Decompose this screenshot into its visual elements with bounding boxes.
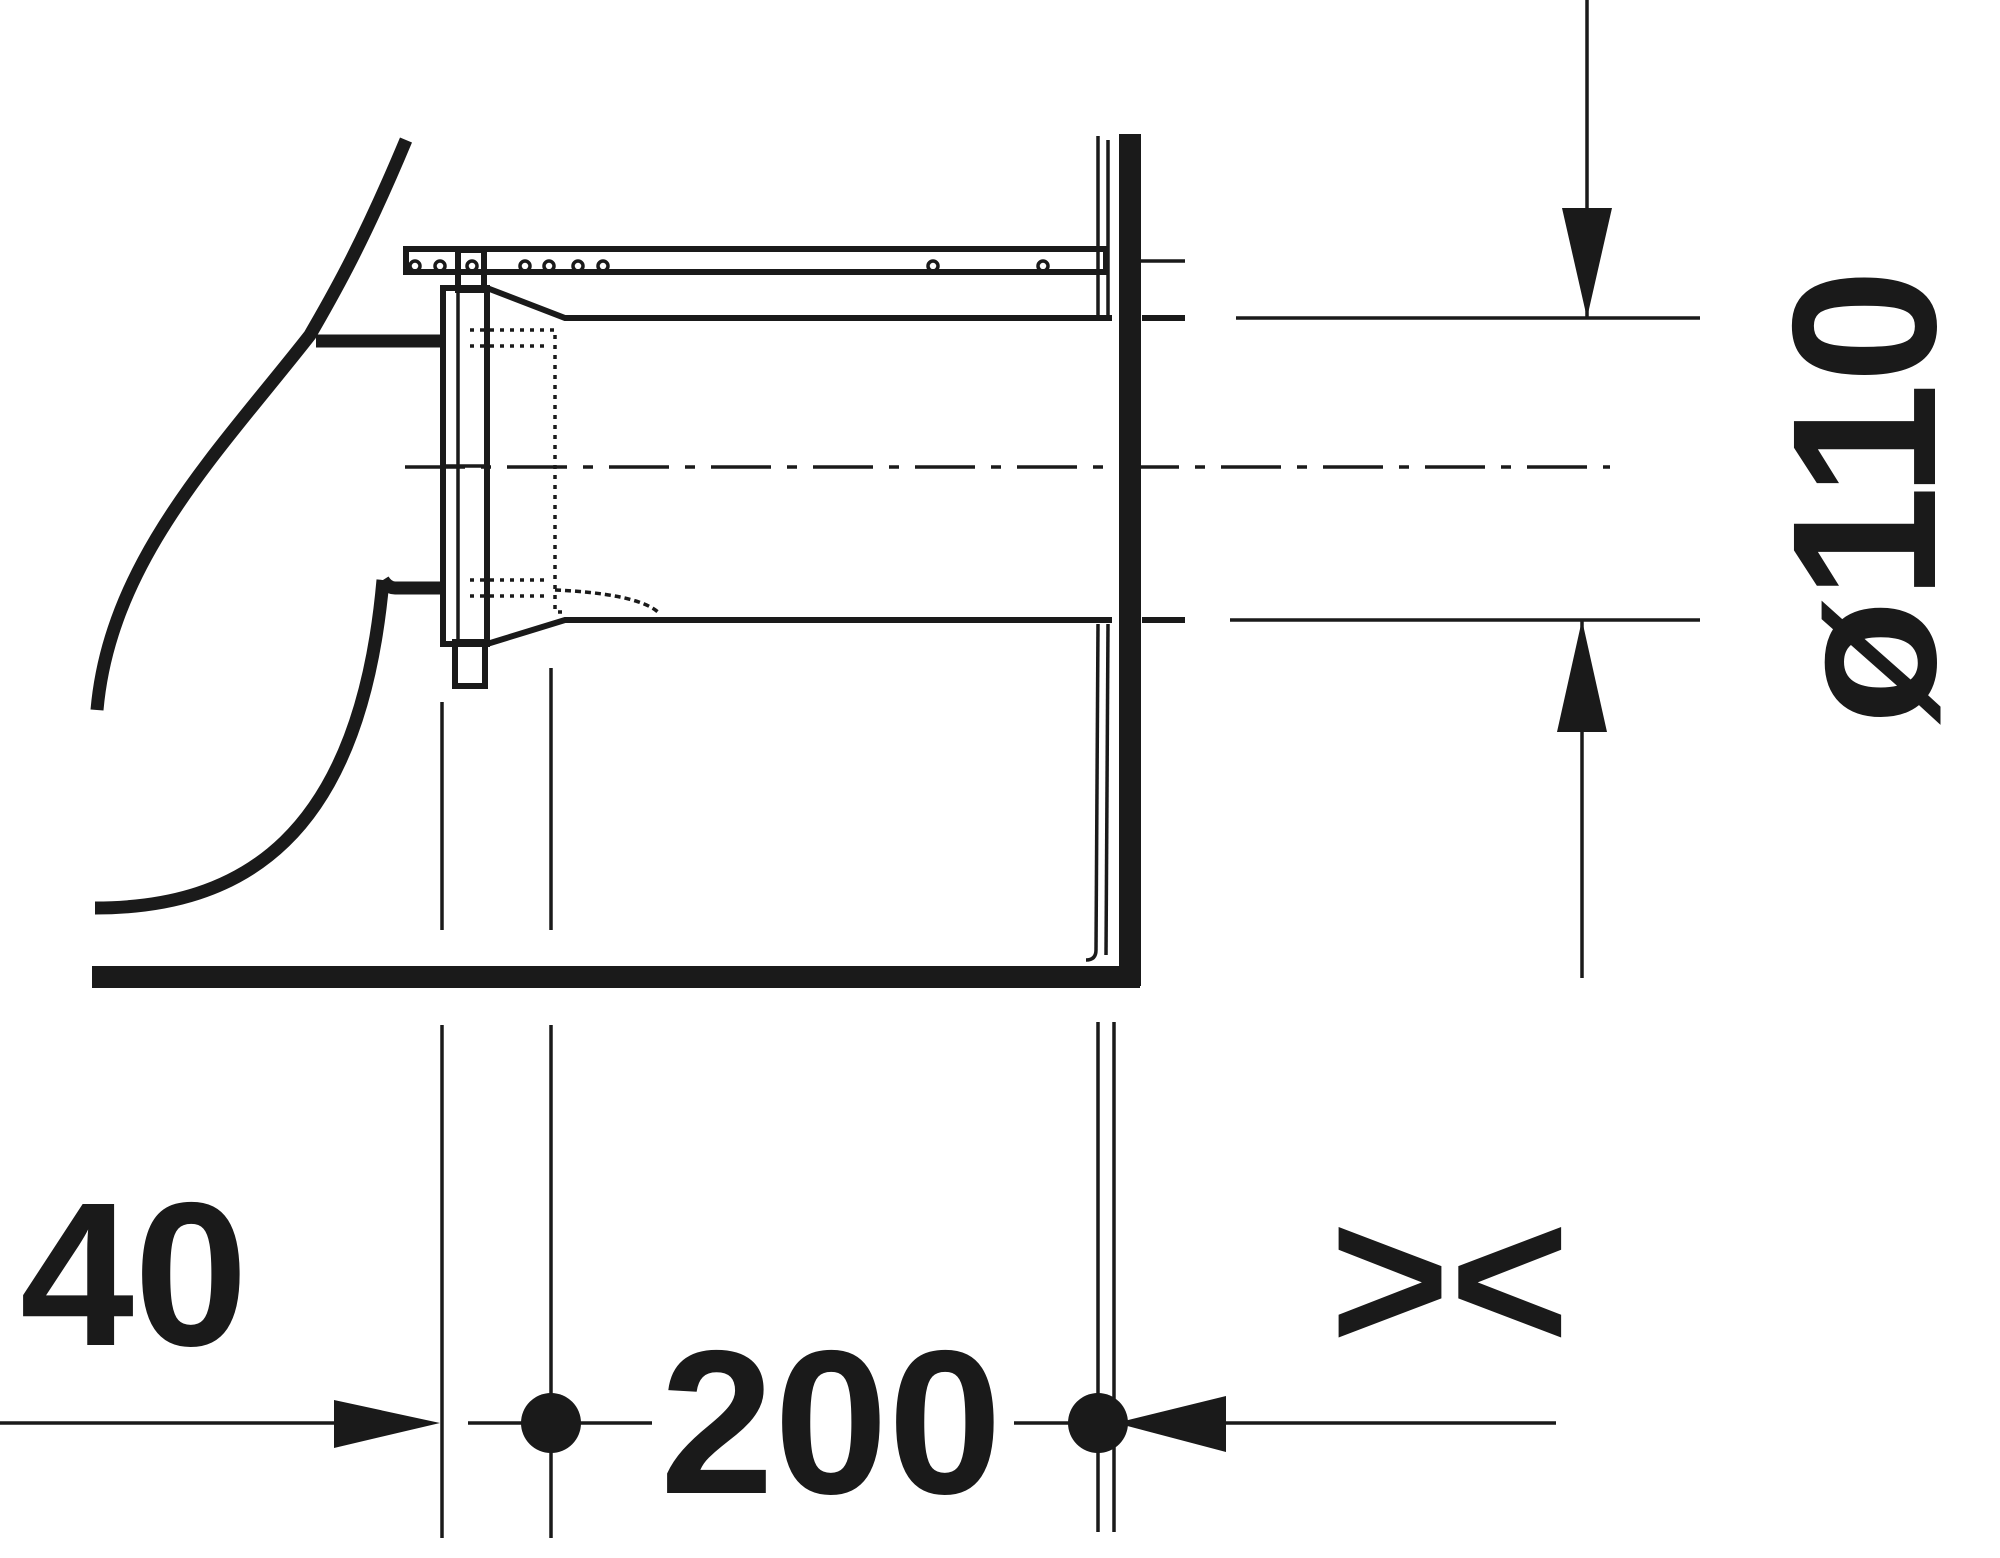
dimension-200-label: 200 xyxy=(660,1308,1002,1537)
diameter-110-label: ø110 xyxy=(1750,269,1979,725)
arrow-left-icon xyxy=(1116,1396,1226,1452)
tolerance-symbol: >< xyxy=(1330,1165,1569,1394)
wall xyxy=(1085,134,1141,986)
dimension-dot-left xyxy=(521,1393,581,1453)
top-rail xyxy=(403,246,1185,275)
arrow-down-icon xyxy=(1562,208,1612,318)
toilet-outline xyxy=(90,137,1140,988)
dimension-40-label: 40 xyxy=(20,1160,248,1389)
diameter-dimension xyxy=(1230,0,1700,978)
rail-holes xyxy=(408,259,1050,273)
horizontal-dimension xyxy=(0,1393,1556,1453)
arrow-up-icon xyxy=(1557,620,1607,732)
dimension-dot-right xyxy=(1068,1393,1128,1453)
arrow-right-icon xyxy=(334,1400,440,1448)
